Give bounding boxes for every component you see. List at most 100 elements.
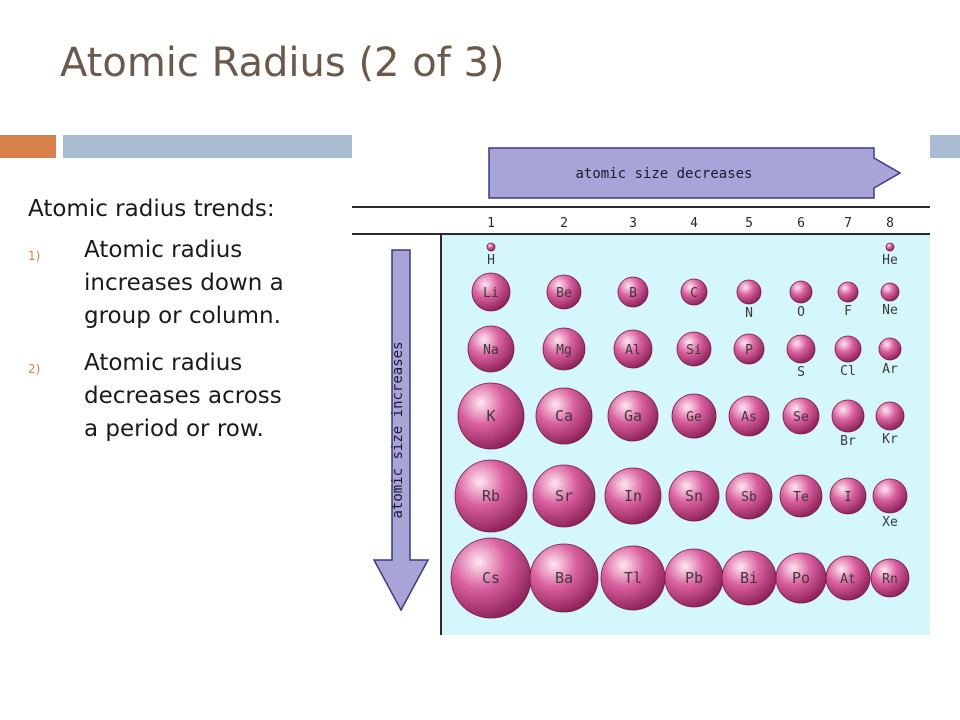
atom-ca: Ca [535, 387, 593, 445]
atom-sphere [786, 334, 816, 364]
element-symbol: As [741, 410, 757, 425]
atom-br: Br [831, 399, 865, 449]
atom-sphere [834, 335, 862, 363]
element-symbol: He [882, 253, 898, 268]
atom-sphere [825, 555, 871, 601]
element-symbol: Xe [882, 515, 898, 530]
element-symbol: Cs [482, 569, 500, 587]
atom-sphere [875, 401, 905, 431]
atom-sphere [829, 477, 867, 515]
atom-sphere [779, 474, 823, 518]
trend-list: 1) Atomic radius increases down a group … [28, 234, 343, 446]
atom-sphere [885, 242, 895, 252]
atom-sphere [532, 464, 596, 528]
element-symbol: Br [840, 434, 856, 449]
atom-sphere [454, 459, 528, 533]
element-symbol: Cl [840, 364, 856, 379]
atom-se: Se [782, 397, 820, 435]
atom-be: Be [546, 274, 582, 310]
atomic-radius-figure: atomic size decreases atomic size increa… [352, 135, 930, 635]
atom-pb: Pb [664, 548, 724, 608]
atom-cl: Cl [834, 335, 862, 379]
atom-sphere [671, 393, 717, 439]
atom-sphere [542, 327, 586, 371]
atom-sphere [529, 543, 599, 613]
atom-sphere [837, 281, 859, 303]
atom-c: C [680, 278, 708, 306]
item-line: Atomic radius [84, 350, 243, 376]
element-symbol: F [844, 304, 852, 319]
atom-f: F [837, 281, 859, 319]
trend-item-1: 1) Atomic radius increases down a group … [28, 234, 343, 333]
atom-sb: Sb [725, 472, 773, 520]
atom-sphere [831, 399, 865, 433]
element-symbol: Rb [482, 487, 500, 505]
item-line: increases down a [84, 270, 284, 296]
atom-sphere [725, 472, 773, 520]
element-symbol: Ge [686, 410, 702, 425]
atom-sphere [680, 278, 708, 306]
atom-p: P [733, 333, 765, 365]
atom-sphere [736, 279, 762, 305]
element-symbol: S [797, 365, 805, 380]
atom-cs: Cs [450, 537, 532, 619]
element-symbol: Ba [555, 569, 573, 587]
element-symbol: Tl [624, 569, 642, 587]
element-symbol: N [745, 306, 753, 321]
element-symbol: Ne [882, 303, 898, 318]
column-number: 8 [886, 216, 894, 231]
atom-sphere [607, 390, 659, 442]
atom-sphere [471, 272, 511, 312]
atom-sn: Sn [668, 470, 720, 522]
item-number: 2) [28, 362, 41, 376]
atom-as: As [728, 395, 770, 437]
atom-mg: Mg [542, 327, 586, 371]
atom-sphere [878, 337, 902, 361]
element-symbol: Sb [741, 490, 757, 505]
atom-rn: Rn [870, 558, 910, 598]
element-symbol: Be [556, 286, 572, 301]
item-line: group or column. [84, 303, 281, 329]
element-symbol: Si [686, 343, 702, 358]
atom-i: I [829, 477, 867, 515]
atom-sphere [872, 478, 908, 514]
atom-sphere [782, 397, 820, 435]
atom-sphere [535, 387, 593, 445]
atom-s: S [786, 334, 816, 380]
atom-h: H [486, 242, 496, 268]
arrow-across-label: atomic size decreases [575, 166, 752, 182]
atom-sphere [789, 280, 813, 304]
element-symbol: Ar [882, 362, 898, 377]
atom-sphere [546, 274, 582, 310]
atom-na: Na [467, 325, 515, 373]
trend-heading: Atomic radius trends: [28, 196, 275, 222]
atom-sphere [676, 331, 712, 367]
header-bar-left [63, 135, 353, 158]
atom-tl: Tl [600, 545, 666, 611]
atom-sphere [728, 395, 770, 437]
atom-ba: Ba [529, 543, 599, 613]
element-symbol: B [629, 286, 637, 301]
column-number: 5 [745, 216, 753, 231]
element-symbol: Te [793, 490, 809, 505]
element-symbol: I [844, 490, 852, 505]
atom-sr: Sr [532, 464, 596, 528]
atom-ar: Ar [878, 337, 902, 377]
element-symbol: Po [792, 569, 810, 587]
atom-rb: Rb [454, 459, 528, 533]
column-number: 3 [629, 216, 637, 231]
element-symbol: Sr [555, 487, 573, 505]
atom-sphere [617, 276, 649, 308]
element-symbol: Kr [882, 432, 898, 447]
atom-sphere [467, 325, 515, 373]
atom-sphere [668, 470, 720, 522]
element-symbol: Ga [624, 407, 642, 425]
atom-xe: Xe [872, 478, 908, 530]
atom-b: B [617, 276, 649, 308]
element-symbol: O [797, 305, 805, 320]
trend-item-2: 2) Atomic radius decreases across a peri… [28, 347, 343, 446]
atom-li: Li [471, 272, 511, 312]
element-symbol: C [690, 286, 698, 301]
